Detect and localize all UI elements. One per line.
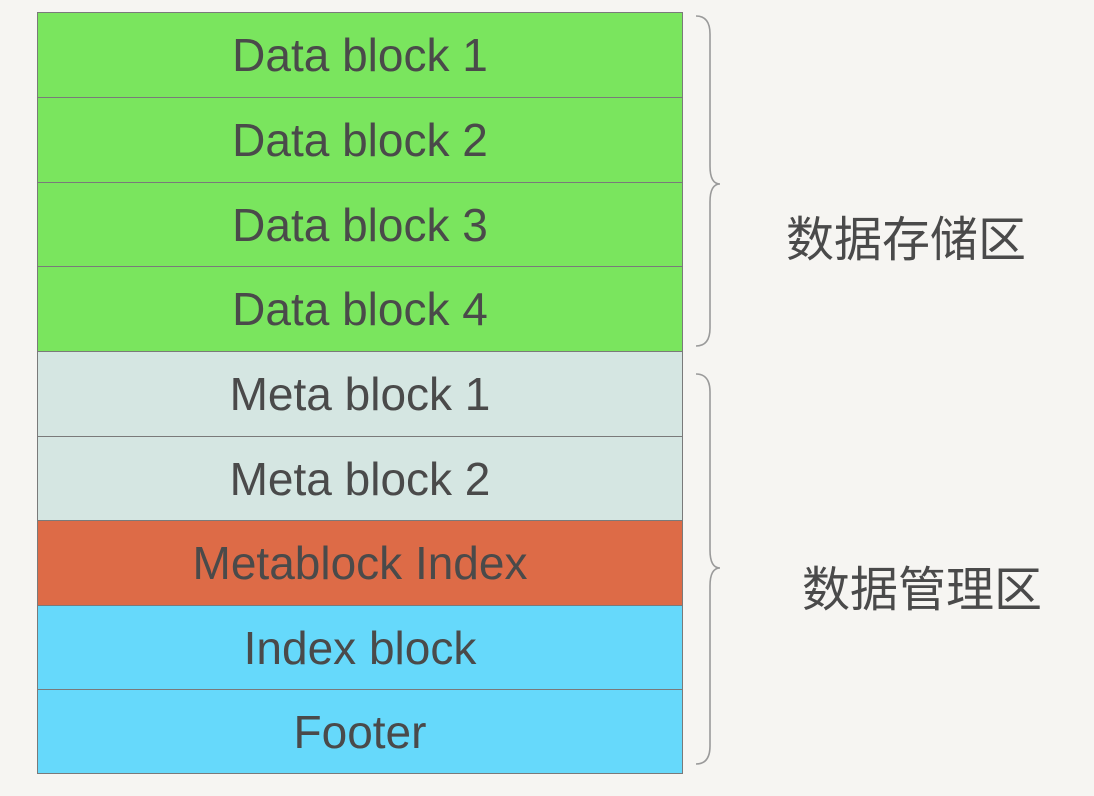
data-block-1-label: Data block 1 [232,29,488,81]
management-brace [695,373,721,765]
footer-block-label: Footer [293,705,427,758]
block-stack: Data block 1 Data block 2 Data block 3 D… [37,12,683,774]
metablock-index: Metablock Index [38,520,682,605]
index-block: Index block [38,605,682,689]
meta-block-2-label: Meta block 2 [229,452,491,505]
region-braces [695,15,721,765]
meta-block-2: Meta block 2 [38,436,682,520]
data-block-2: Data block 2 [38,97,682,182]
meta-block-1-label: Meta block 1 [229,368,491,420]
management-region-label: 数据管理区 [802,562,1043,618]
data-block-1: Data block 1 [38,13,682,97]
index-block-label: Index block [243,621,477,674]
meta-block-1: Meta block 1 [38,351,682,436]
data-block-4: Data block 4 [38,266,682,351]
data-block-3: Data block 3 [38,182,682,266]
metablock-index-label: Metablock Index [192,537,528,589]
data-block-4-label: Data block 4 [232,283,488,335]
storage-brace [695,15,721,347]
data-block-2-label: Data block 2 [232,114,488,166]
storage-region-label: 数据存储区 [786,212,1027,268]
data-block-3-label: Data block 3 [232,198,488,251]
footer-block: Footer [38,689,682,773]
